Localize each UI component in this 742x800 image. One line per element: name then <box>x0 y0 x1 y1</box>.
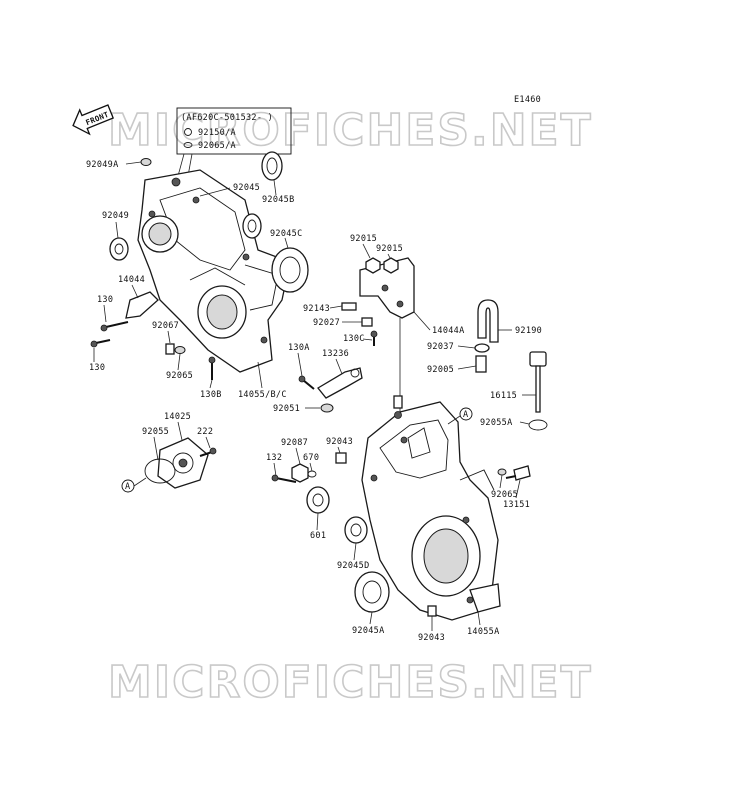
serial-range-label: (AF620C-501532- ) <box>181 113 273 123</box>
dipstick-16115 <box>529 351 547 413</box>
label-92065A-top: 92065/A <box>198 141 236 151</box>
label-92045B: 92045B <box>262 195 295 205</box>
bolt-130C <box>370 330 378 346</box>
o-ring-92055 <box>144 458 176 484</box>
dowel-92043-top <box>335 452 347 464</box>
plug-13151 <box>505 465 531 481</box>
label-92065-right: 92065 <box>491 490 518 500</box>
label-92043-top: 92043 <box>326 437 353 447</box>
washer-92065-right <box>497 468 507 476</box>
label-92045C: 92045C <box>270 229 303 239</box>
label-92055: 92055 <box>142 427 169 437</box>
o-ring-670 <box>307 470 317 478</box>
bearing-92045D <box>344 516 368 544</box>
dowel-92067 <box>165 343 175 355</box>
bearing-92045 <box>242 213 262 239</box>
label-92049: 92049 <box>102 211 129 221</box>
label-92190: 92190 <box>515 326 542 336</box>
dowel-92043-bottom <box>427 605 437 617</box>
bearing-92045C <box>271 247 309 293</box>
washer-92065-left <box>174 346 186 354</box>
label-92051: 92051 <box>273 404 300 414</box>
label-130-b: 130 <box>89 363 105 373</box>
label-130-a: 130 <box>97 295 113 305</box>
washer-92049A <box>140 158 152 166</box>
seal-601 <box>306 486 330 514</box>
label-14055A: 14055A <box>467 627 500 637</box>
cover-14025 <box>157 437 209 489</box>
label-13236: 13236 <box>322 349 349 359</box>
label-92049A: 92049A <box>86 160 119 170</box>
svg-text:A: A <box>125 482 130 492</box>
label-92087: 92087 <box>281 438 308 448</box>
fitting-92005 <box>475 355 487 373</box>
bolt-92143 <box>341 302 357 311</box>
label-92150A: 92150/A <box>198 128 236 138</box>
label-130B: 130B <box>200 390 222 400</box>
ref-marker-A-right: A <box>447 407 473 425</box>
seal-92051 <box>320 403 334 413</box>
seal-92049 <box>109 237 129 261</box>
hose-92190 <box>477 299 499 343</box>
bolt-130B <box>208 356 216 380</box>
label-130A: 130A <box>288 343 310 353</box>
svg-text:A: A <box>463 410 468 420</box>
bolt-130A <box>298 375 315 390</box>
label-92043-bottom: 92043 <box>418 633 445 643</box>
label-222: 222 <box>197 427 213 437</box>
label-92065-left: 92065 <box>166 371 193 381</box>
nut-92015 <box>365 257 399 274</box>
label-601: 601 <box>310 531 326 541</box>
label-14025: 14025 <box>164 412 191 422</box>
left-gear-case <box>137 169 291 373</box>
label-92067: 92067 <box>152 321 179 331</box>
collar-92027 <box>361 317 373 327</box>
bearing-92045A <box>354 571 390 613</box>
label-14044A: 14044A <box>432 326 465 336</box>
bearing-92045B <box>261 151 283 181</box>
plug-92087 <box>291 463 309 483</box>
label-16115: 16115 <box>490 391 517 401</box>
shift-arm-13236 <box>317 367 363 399</box>
right-gear-case <box>361 401 501 621</box>
label-92055A: 92055A <box>480 418 513 428</box>
watermark-bottom: MICROFICHES.NET <box>108 657 593 708</box>
label-14055BC: 14055/B/C <box>238 390 287 400</box>
o-ring-92055A <box>528 419 548 431</box>
label-92005: 92005 <box>427 365 454 375</box>
label-92015-a: 92015 <box>350 234 377 244</box>
label-670: 670 <box>303 453 319 463</box>
ref-marker-A-left: A <box>121 477 147 493</box>
label-92015-b: 92015 <box>376 244 403 254</box>
label-92037: 92037 <box>427 342 454 352</box>
label-14044: 14044 <box>118 275 145 285</box>
clamp-92037 <box>474 343 490 353</box>
bolt-130 <box>90 321 129 348</box>
watermark-top: MICROFICHES.NET <box>108 105 593 156</box>
label-13151: 13151 <box>503 500 530 510</box>
label-92045D: 92045D <box>337 561 370 571</box>
bolt-132 <box>271 474 297 483</box>
label-92045A: 92045A <box>352 626 385 636</box>
label-132: 132 <box>266 453 282 463</box>
diagram-code: E1460 <box>514 95 541 105</box>
bracket-14044 <box>125 291 159 319</box>
bolt-222 <box>199 447 217 457</box>
label-92027: 92027 <box>313 318 340 328</box>
label-92143: 92143 <box>303 304 330 314</box>
label-130C: 130C <box>343 334 365 344</box>
label-92045-top: 92045 <box>233 183 260 193</box>
